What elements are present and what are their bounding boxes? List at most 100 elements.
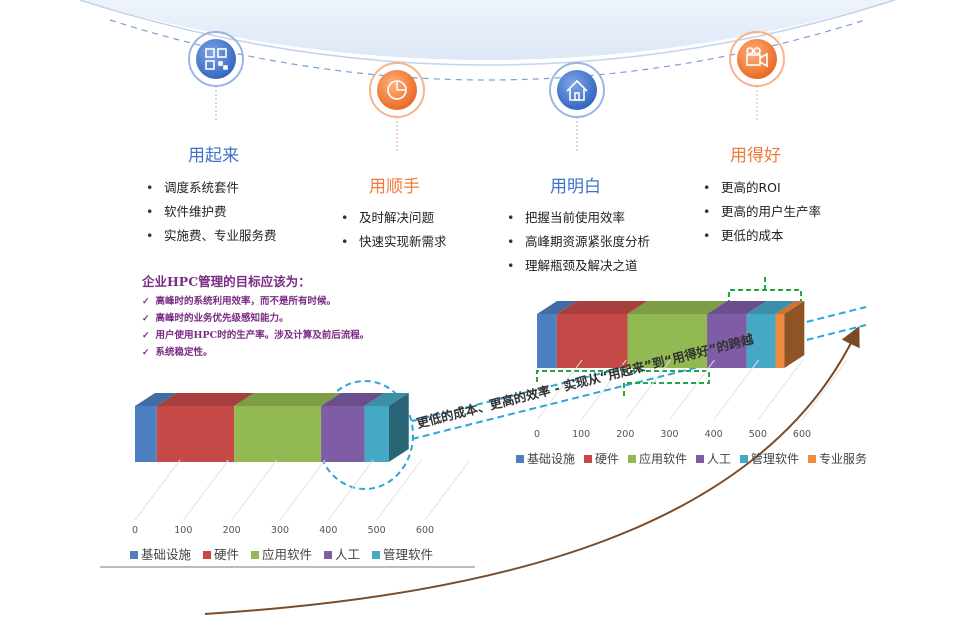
goals-heading: 企业HPC管理的目标应该为： — [142, 274, 311, 289]
x-tick-label: 500 — [749, 429, 767, 440]
bar-segment-top — [156, 393, 255, 406]
bar-segment-top — [135, 393, 177, 406]
floor-gridline — [580, 359, 627, 421]
bar-segment-top — [707, 301, 767, 314]
x-tick-label: 500 — [368, 525, 386, 536]
floor-gridline — [279, 459, 326, 521]
legend-swatch — [130, 551, 138, 559]
bar-segment — [156, 406, 235, 462]
x-tick-label: 200 — [223, 525, 241, 536]
x-tick-label: 600 — [793, 429, 811, 440]
x-tick-label: 100 — [174, 525, 192, 536]
x-tick-label: 600 — [416, 525, 434, 536]
legend-swatch — [203, 551, 211, 559]
pillar-title-3: 用明白 — [550, 177, 601, 197]
bullet-item: 及时解决问题 — [337, 206, 447, 230]
qr-code-icon — [205, 48, 228, 70]
bar-end-face — [784, 301, 805, 368]
bar-segment — [746, 314, 776, 368]
pie-chart-icon — [387, 80, 407, 100]
top-arc-fill — [80, 0, 895, 60]
floor-gridline — [624, 359, 671, 421]
legend-swatch — [696, 455, 704, 463]
pillar-icon-4 — [729, 31, 785, 120]
legend-swatch — [740, 455, 748, 463]
legend-label: 管理软件 — [383, 547, 433, 562]
pillar-title-1: 用起来 — [188, 146, 239, 166]
legend-label: 管理软件 — [751, 451, 799, 466]
bullet-item: 高峰期资源紧张度分析 — [503, 230, 650, 254]
floor-gridline — [536, 359, 583, 421]
bullet-item: 快速实现新需求 — [337, 230, 447, 254]
x-tick-label: 400 — [705, 429, 723, 440]
legend-label: 硬件 — [595, 452, 619, 466]
pillar-icon-2 — [369, 62, 425, 152]
bar-segment-top — [234, 393, 342, 406]
floor-gridline — [376, 459, 423, 521]
pillar-bullets-1: 调度系统套件 软件维护费 实施费、专业服务费 — [142, 176, 277, 248]
legend-label: 专业服务 — [819, 451, 867, 466]
bullet-item: 实施费、专业服务费 — [142, 224, 277, 248]
bar-segment — [707, 314, 747, 368]
pillar-title-2: 用顺手 — [369, 177, 420, 197]
pillar-bullets-2: 及时解决问题 快速实现新需求 — [337, 206, 447, 254]
bar-segment-top — [627, 301, 728, 314]
bar-segment — [234, 406, 322, 462]
floor-gridline — [713, 359, 760, 421]
legend-swatch — [628, 455, 636, 463]
x-tick-label: 200 — [616, 429, 634, 440]
legend-swatch — [808, 455, 816, 463]
bar-segment — [627, 314, 708, 368]
pillar-icon-3 — [549, 62, 605, 152]
goal-item: 用户使用HPC时的生产率。涉及计算及前后流程。 — [142, 327, 370, 344]
bar-segment — [364, 406, 389, 462]
bar-segment — [135, 406, 157, 462]
goals-block: 企业HPC管理的目标应该为： 高峰时的系统利用效率，而不是所有时候。 高峰时的业… — [142, 271, 369, 361]
legend-label: 应用软件 — [262, 547, 312, 562]
bullet-item: 把握当前使用效率 — [503, 206, 650, 230]
bar-segment-top — [775, 301, 805, 314]
pillar-bullets-4: 更高的ROI 更高的用户生产率 更低的成本 — [699, 176, 821, 248]
legend-label: 人工 — [707, 452, 731, 466]
top-arc-outline — [79, 0, 896, 66]
legend-label: 人工 — [335, 547, 360, 562]
legend-swatch — [584, 455, 592, 463]
legend-swatch — [251, 551, 259, 559]
bullet-item: 理解瓶颈及解决之道 — [503, 254, 650, 278]
goals-list: 高峰时的系统利用效率，而不是所有时候。 高峰时的业务优先级感知能力。 用户使用H… — [142, 293, 370, 361]
green-bracket-bottom — [536, 370, 710, 396]
goal-item: 高峰时的系统利用效率，而不是所有时候。 — [142, 293, 369, 310]
goal-item: 系统稳定性。 — [142, 344, 369, 361]
pillar-title-4: 用得好 — [730, 146, 781, 166]
legend-swatch — [516, 455, 524, 463]
x-tick-label: 400 — [319, 525, 337, 536]
bar-end-face — [388, 393, 409, 462]
floor-gridline — [231, 459, 278, 521]
legend-swatch — [324, 551, 332, 559]
pillar-icon-1 — [188, 31, 244, 120]
floor-gridline — [757, 359, 804, 421]
floor-gridline — [424, 459, 471, 521]
floor-gridline — [801, 359, 848, 421]
bar-segment-top — [321, 393, 385, 406]
legend-swatch — [372, 551, 380, 559]
video-camera-icon — [746, 47, 768, 68]
bar-segment — [537, 314, 557, 368]
legend-label: 硬件 — [214, 547, 239, 562]
bullet-item: 软件维护费 — [142, 200, 277, 224]
x-tick-label: 300 — [660, 429, 678, 440]
bar-segment-top — [364, 393, 409, 406]
floor-gridline — [182, 459, 229, 521]
home-icon — [566, 79, 588, 101]
legend-label: 基础设施 — [141, 547, 192, 562]
bullet-item: 调度系统套件 — [142, 176, 277, 200]
goal-item: 高峰时的业务优先级感知能力。 — [142, 310, 369, 327]
growth-curve-arrow — [204, 326, 860, 615]
legend-label: 基础设施 — [527, 452, 575, 466]
bar-segment-top — [746, 301, 796, 314]
x-tick-label: 0 — [132, 525, 138, 536]
